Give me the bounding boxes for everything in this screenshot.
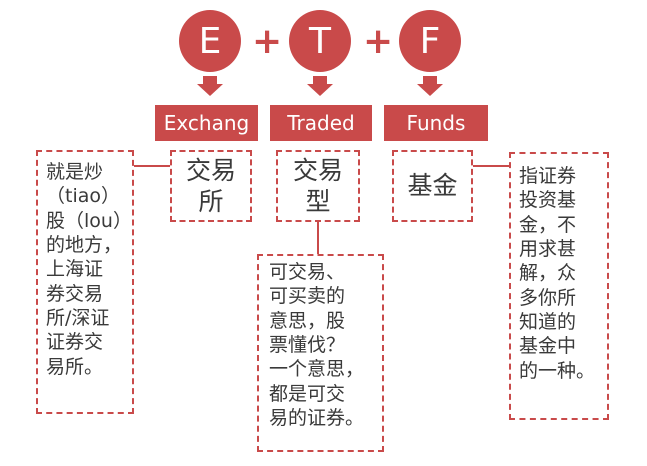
traded-cn-box: 交易 型	[276, 150, 360, 222]
letter-e-circle: E	[179, 10, 241, 72]
plus-sign-1: +	[252, 21, 283, 62]
letter-t: T	[309, 20, 331, 62]
letter-e: E	[198, 20, 222, 62]
plus-sign-2: +	[363, 21, 394, 62]
letter-f: F	[419, 20, 441, 62]
arrow-stem-t	[313, 76, 327, 84]
desc-right-box: 指证券 投资基 金，不 用求甚 解，众 多你所 知道的 基金中 的一种。	[509, 152, 609, 420]
fund-cn-box: 基金	[392, 150, 473, 222]
desc-middle-box: 可交易、 可买卖的 意思，股 票懂伐？ 一个意思， 都是可交 易的证券。	[257, 254, 384, 452]
arrow-down-icon	[417, 84, 443, 96]
arrow-stem-e	[203, 76, 217, 84]
letter-t-circle: T	[289, 10, 351, 72]
exchange-cn-box: 交易 所	[170, 150, 252, 222]
desc-left-box: 就是炒 （tiao） 股（lou） 的地方， 上海证 券交易 所/深证 证券交 …	[36, 150, 134, 414]
tab-exchang: Exchang	[155, 105, 258, 141]
tab-funds: Funds	[384, 105, 488, 141]
arrow-down-icon	[197, 84, 223, 96]
letter-f-circle: F	[399, 10, 461, 72]
arrow-down-icon	[307, 84, 333, 96]
arrow-stem-f	[423, 76, 437, 84]
fund-cn-label: 基金	[407, 171, 458, 201]
tab-traded: Traded	[270, 105, 372, 141]
